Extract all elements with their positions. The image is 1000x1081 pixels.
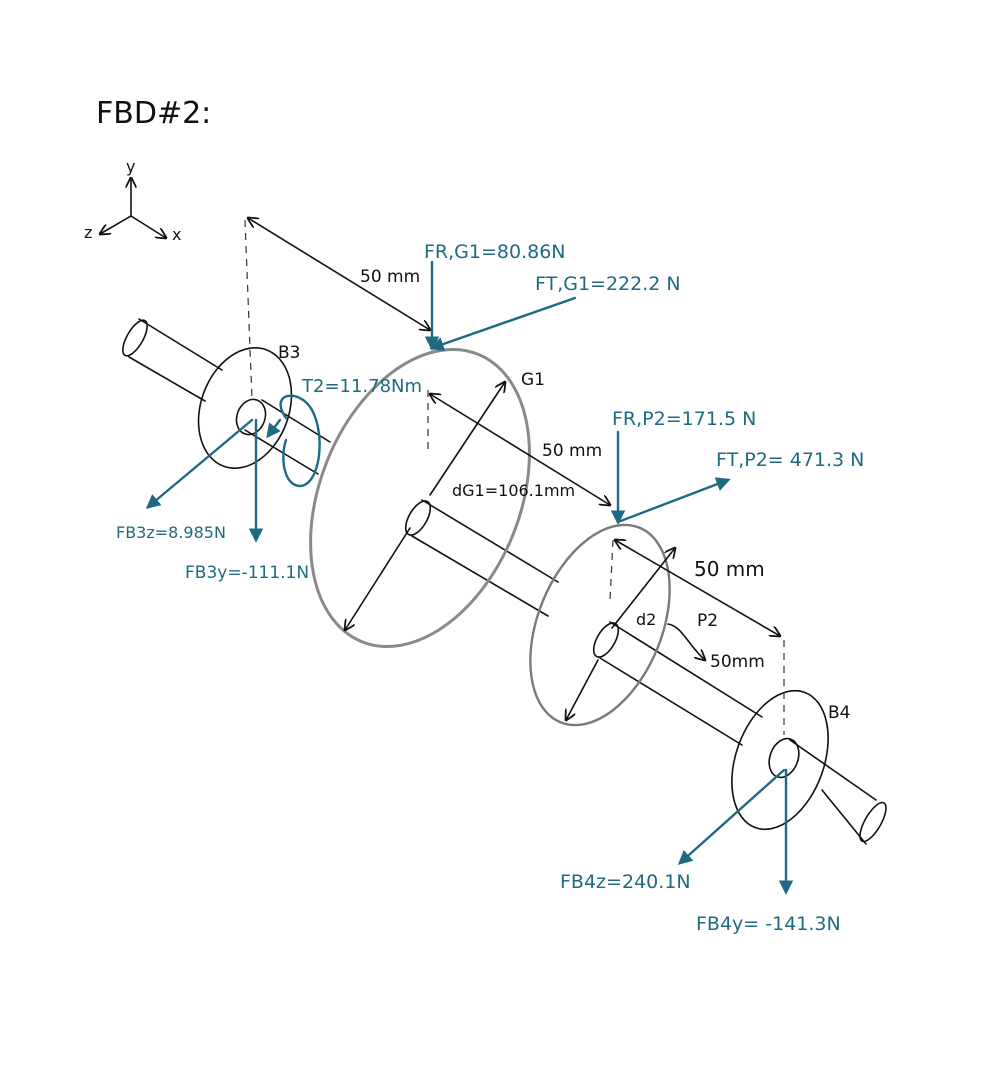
dimension-b3-g1	[248, 218, 430, 330]
force-t-p2-label: FT,P2= 471.3 N	[716, 449, 864, 471]
force-b3z-arrow	[145, 418, 254, 509]
pulley-p2-diameter-symbol: d2	[636, 610, 656, 629]
pulley-p2-label: P2	[697, 611, 718, 631]
torque-t2-label: T2=11.78Nm	[301, 376, 422, 397]
bearing-b3-bore	[235, 398, 267, 436]
dimensions: 50 mm 50 mm 50 mm	[248, 218, 780, 636]
coordinate-triad: y z x	[84, 157, 181, 244]
gear-g1-diameter-label: dG1=106.1mm	[452, 481, 575, 500]
force-b4z-label: FB4z=240.1N	[560, 871, 691, 893]
gear-g1: G1 dG1=106.1mm	[309, 347, 575, 649]
force-b4z-arrow	[677, 768, 786, 865]
force-t-p2-arrow	[616, 477, 731, 524]
x-axis-arrow	[130, 215, 166, 238]
gear-g1-diameter-arrow-top	[429, 382, 505, 496]
dimension-g1-p2-label: 50 mm	[542, 441, 602, 461]
y-axis-label: y	[126, 157, 135, 176]
dimension-b3-g1-label: 50 mm	[360, 267, 420, 287]
gear-g1-outline	[309, 347, 531, 649]
diagram-title: FBD#2:	[96, 96, 211, 131]
force-b3z-label: FB3z=8.985N	[116, 523, 226, 542]
z-axis-label: z	[84, 223, 92, 242]
pulley-p2-outline	[529, 523, 671, 727]
gear-g1-diameter-arrow-bottom	[345, 527, 411, 630]
force-r-g1-label: FR,G1=80.86N	[424, 241, 566, 263]
torque-t2-arrowhead	[266, 418, 282, 439]
pulley-p2-diameter-arrow-bottom	[566, 659, 599, 720]
force-r-p2-label: FR,P2=171.5 N	[612, 408, 756, 430]
force-t-g1-arrow	[429, 296, 577, 351]
dimension-p2-b4	[615, 540, 780, 636]
forces: FR,G1=80.86N FT,G1=222.2 N T2=11.78Nm FR…	[116, 241, 864, 935]
bearing-b4-outer	[731, 689, 829, 831]
shaft-step-g1	[404, 500, 432, 536]
bearing-b4-label: B4	[828, 703, 850, 723]
shaft-left-end	[122, 319, 148, 357]
shaft-right-end	[859, 801, 887, 843]
force-b3y-label: FB3y=-111.1N	[185, 563, 309, 583]
dimension-p2-b4-label: 50 mm	[694, 557, 765, 581]
torque-t2-curve	[279, 394, 321, 488]
bearing-b3: B3	[197, 343, 300, 469]
bearing-b3-label: B3	[278, 343, 300, 363]
shaft-step-p2	[592, 622, 620, 658]
z-axis-arrow	[100, 215, 132, 234]
pulley-p2-diameter-value: 50mm	[710, 652, 765, 672]
dimension-g1-p2	[430, 394, 610, 505]
force-t-g1-label: FT,G1=222.2 N	[535, 273, 681, 295]
bearing-b4: B4	[731, 689, 850, 831]
force-b4y-label: FB4y= -141.3N	[696, 913, 841, 935]
pulley-p2: P2 d2 50mm	[529, 523, 765, 727]
x-axis-label: x	[172, 225, 181, 244]
bearing-b3-outer	[197, 347, 293, 469]
gear-g1-label: G1	[521, 370, 545, 390]
bearing-b4-bore	[768, 737, 800, 779]
